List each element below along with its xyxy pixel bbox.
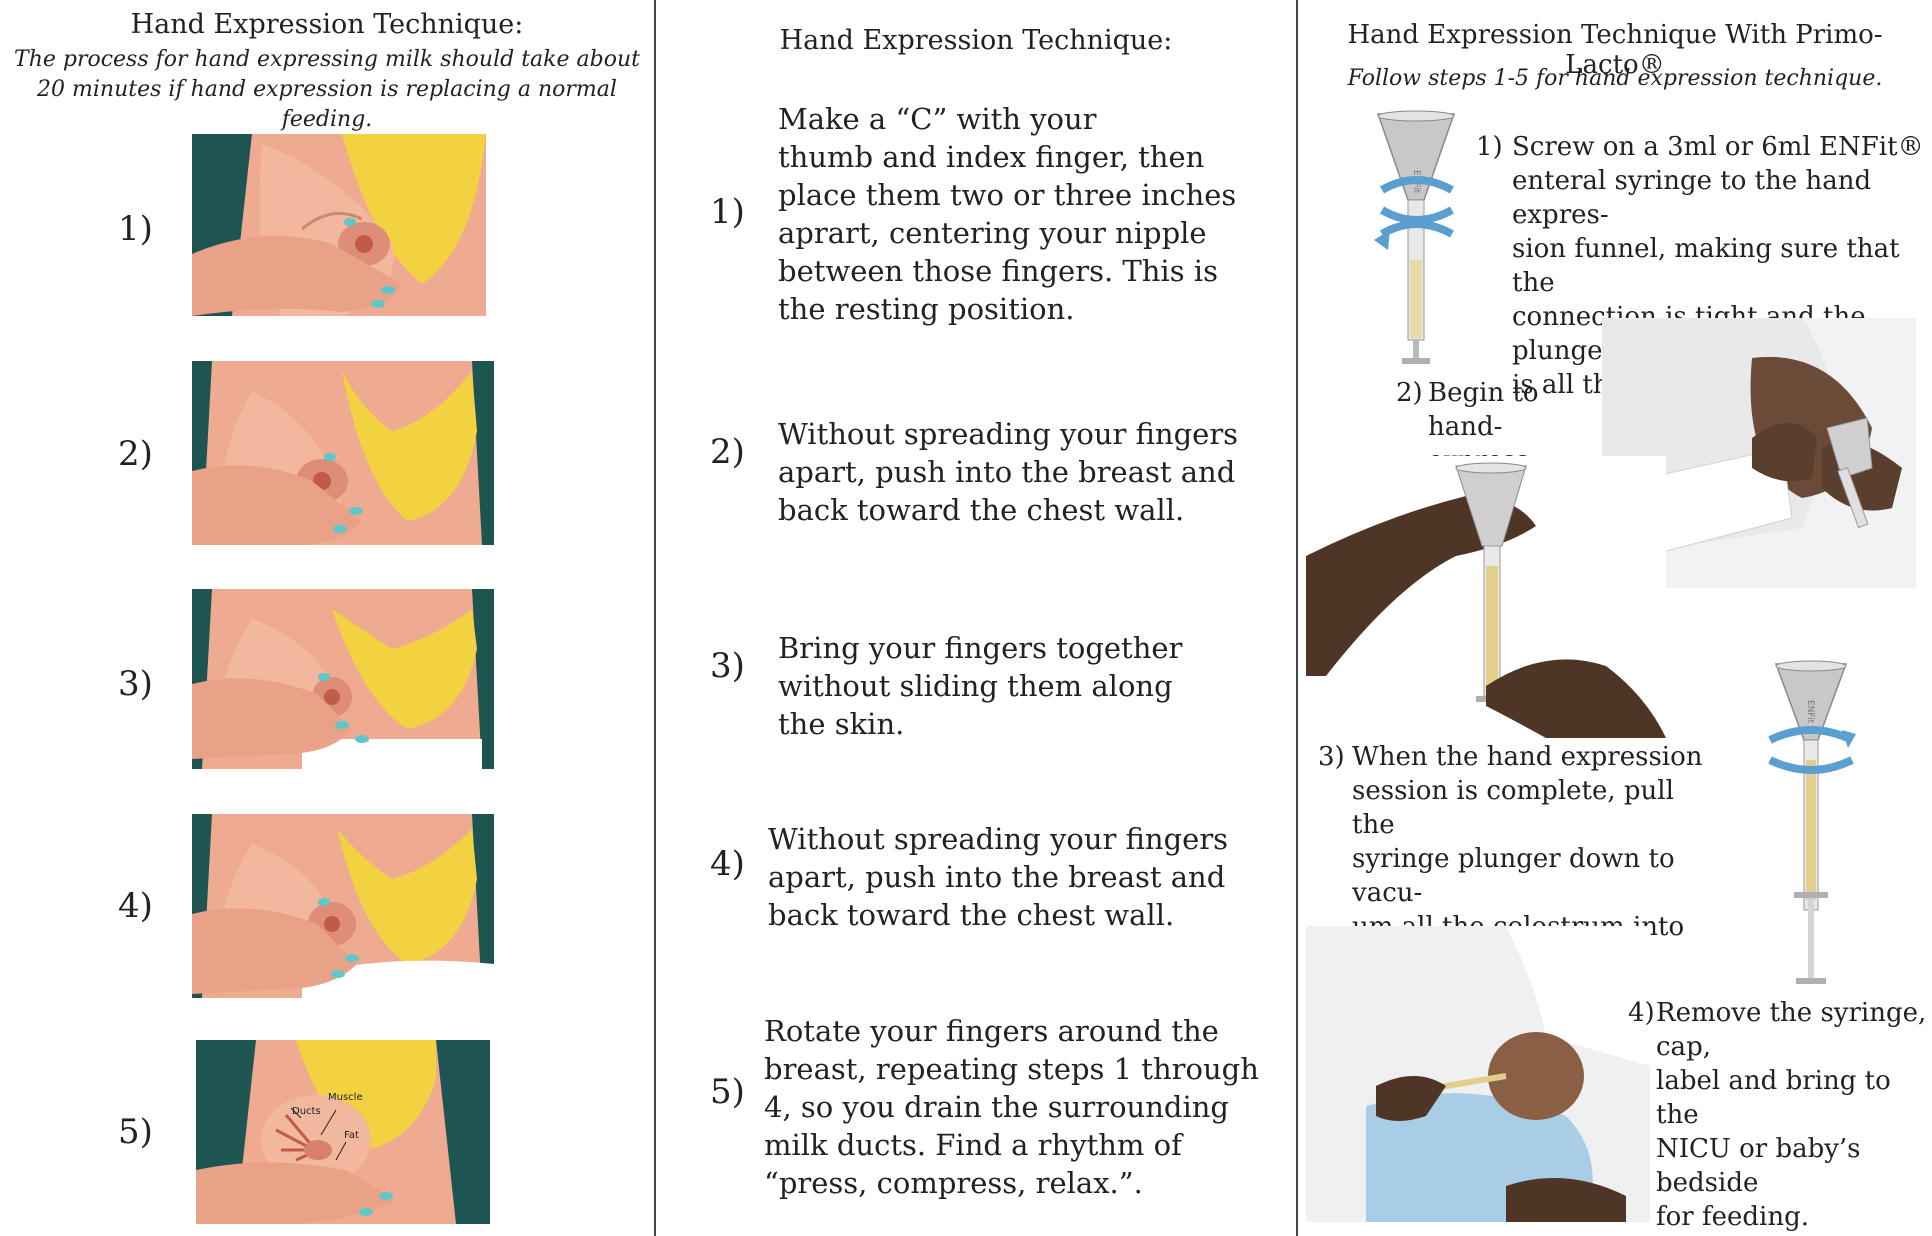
step-1-illustration (192, 134, 486, 316)
step-1-line: aprart, centering your nipple (778, 216, 1207, 250)
step-5-illustration: Ducts Muscle Fat (196, 1040, 490, 1224)
step-5-line: “press, compress, relax.”. (764, 1166, 1143, 1200)
step-5-line: milk ducts. Find a rhythm of (764, 1128, 1182, 1162)
baby-feeding-illustration (1306, 926, 1650, 1222)
right-panel: Hand Expression Technique With Primo-Lac… (1298, 0, 1932, 1236)
step-3-line: Bring your fingers together (778, 631, 1183, 665)
right-step-1-number: 1) (1476, 132, 1503, 162)
step-2-line: back toward the chest wall. (778, 493, 1185, 527)
middle-step-5-text: Rotate your fingers around the breast, r… (764, 1012, 1259, 1202)
funnel-label-2: ENFit (1805, 700, 1815, 723)
step-5-line: 4, so you drain the surrounding (764, 1090, 1229, 1124)
step-1-line: Make a “C” with your (778, 102, 1097, 136)
left-panel: Hand Expression Technique: The process f… (0, 0, 654, 1236)
step-2-illustration (192, 361, 494, 545)
step-1-line: the resting position. (778, 292, 1075, 326)
right-step-3-line: session is complete, pull the (1352, 776, 1674, 840)
step-2-line: Without spreading your fingers (778, 417, 1239, 451)
middle-step-2-text: Without spreading your fingers apart, pu… (778, 415, 1238, 529)
right-step-4-line: Remove the syringe, cap, (1656, 998, 1927, 1062)
step-2-line: apart, push into the breast and (778, 455, 1236, 489)
step-4-line: back toward the chest wall. (768, 898, 1175, 932)
middle-step-3-text: Bring your fingers together without slid… (778, 629, 1182, 743)
right-step-1-line: Screw on a 3ml or 6ml ENFit® (1512, 132, 1924, 162)
step-4-line: Without spreading your fingers (768, 822, 1229, 856)
step-1-line: between those fingers. This is (778, 254, 1218, 288)
left-subtitle-line2: 20 minutes if hand expression is replaci… (37, 77, 617, 132)
left-step-1-number: 1) (118, 209, 153, 249)
divider-right (1296, 0, 1298, 1236)
left-subtitle-line1: The process for hand expressing milk sho… (14, 47, 640, 72)
fat-label: Fat (344, 1130, 359, 1141)
middle-panel: Hand Expression Technique: 1) Make a “C”… (656, 0, 1296, 1236)
left-step-3-number: 3) (118, 664, 153, 704)
middle-step-1-number: 1) (710, 192, 745, 232)
step-3-illustration (192, 589, 494, 769)
step-5-line: Rotate your fingers around the (764, 1014, 1219, 1048)
left-step-4-number: 4) (118, 886, 153, 926)
middle-step-3-number: 3) (710, 646, 745, 686)
left-panel-title: Hand Expression Technique: (130, 9, 524, 40)
funnel-syringe-illustration-1: ENFit (1364, 110, 1468, 370)
step-4-illustration (192, 814, 494, 998)
middle-step-2-number: 2) (710, 432, 745, 472)
right-step-3-line: syringe plunger down to vacu- (1352, 844, 1675, 908)
middle-step-5-number: 5) (710, 1072, 745, 1112)
right-panel-title: Hand Expression Technique With Primo-Lac… (1347, 20, 1883, 80)
left-step-5-number: 5) (118, 1112, 153, 1152)
right-step-2-number: 2) (1396, 378, 1423, 408)
step-1-line: thumb and index finger, then (778, 140, 1205, 174)
step-4-line: apart, push into the breast and (768, 860, 1226, 894)
left-step-2-number: 2) (118, 434, 153, 474)
middle-step-4-text: Without spreading your fingers apart, pu… (768, 820, 1228, 934)
right-step-4: 4) Remove the syringe, cap, label and br… (1628, 996, 1928, 1234)
step-5-line: breast, repeating steps 1 through (764, 1052, 1259, 1086)
hands-funnel-illustration (1306, 456, 1666, 738)
middle-step-1-text: Make a “C” with your thumb and index fin… (778, 100, 1236, 328)
step-3-line: the skin. (778, 707, 905, 741)
right-step-1-line: enteral syringe to the hand expres- (1512, 166, 1872, 230)
right-step-3-number: 3) (1318, 742, 1345, 772)
step-3-line: without sliding them along (778, 669, 1173, 703)
right-step-4-line: for feeding. (1656, 1202, 1809, 1232)
right-panel-subtitle: Follow steps 1-5 for hand expression tec… (1347, 66, 1883, 91)
right-step-4-line: label and bring to the (1656, 1066, 1891, 1130)
middle-step-4-number: 4) (710, 844, 745, 884)
step-1-line: place them two or three inches (778, 178, 1237, 212)
right-step-3-line: When the hand expression (1352, 742, 1703, 772)
right-step-4-number: 4) (1628, 998, 1655, 1028)
middle-panel-title: Hand Expression Technique: (779, 25, 1173, 56)
divider-left (654, 0, 656, 1236)
right-step-2-line: Begin to (1428, 378, 1539, 408)
left-panel-subtitle: The process for hand expressing milk sho… (0, 45, 654, 135)
funnel-syringe-illustration-2: ENFit (1756, 660, 1866, 990)
right-step-1-line: sion funnel, making sure that the (1512, 234, 1900, 298)
muscle-label: Muscle (328, 1092, 363, 1103)
ducts-label: Ducts (292, 1106, 321, 1117)
right-step-4-line: NICU or baby’s bedside (1656, 1134, 1861, 1198)
